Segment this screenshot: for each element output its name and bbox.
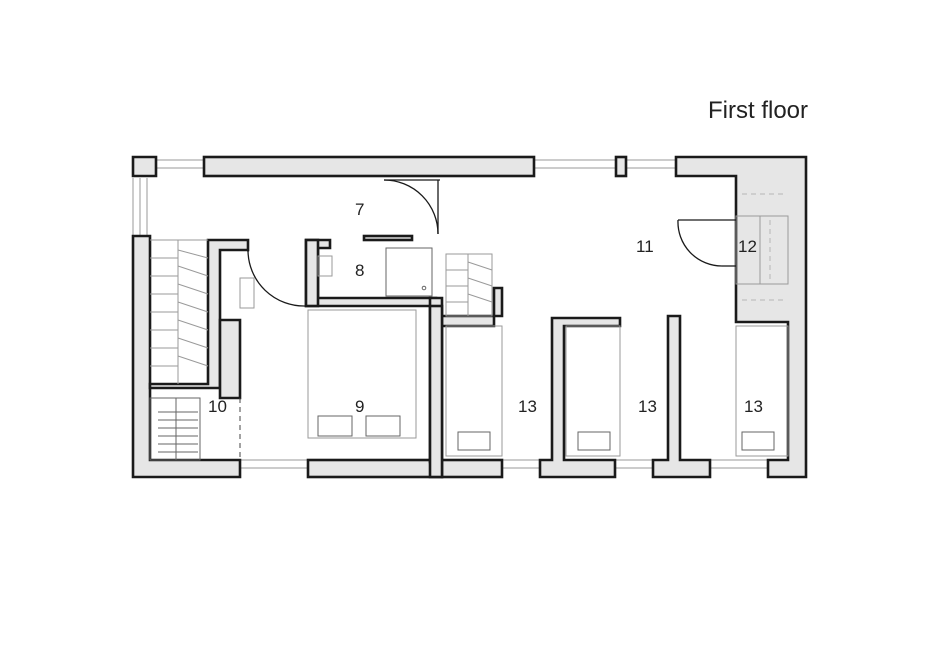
main-staircase bbox=[150, 239, 209, 384]
doors bbox=[247, 179, 736, 307]
furniture bbox=[239, 193, 789, 457]
room-label-8: 8 bbox=[355, 261, 364, 280]
room-label-13-right: 13 bbox=[744, 397, 763, 416]
room-label-12: 12 bbox=[738, 237, 757, 256]
room-label-13-middle: 13 bbox=[638, 397, 657, 416]
room-label-13-left: 13 bbox=[518, 397, 537, 416]
storage-ladder bbox=[149, 397, 241, 461]
room-label-10: 10 bbox=[208, 397, 227, 416]
room-label-9: 9 bbox=[355, 397, 364, 416]
room-labels: 7 8 9 10 11 12 13 13 13 bbox=[208, 200, 763, 416]
walls bbox=[131, 155, 808, 479]
room-label-7: 7 bbox=[355, 200, 364, 219]
windows bbox=[132, 159, 768, 469]
small-staircase bbox=[445, 253, 493, 317]
room-label-11: 11 bbox=[636, 237, 654, 256]
floor-title: First floor bbox=[708, 97, 808, 124]
